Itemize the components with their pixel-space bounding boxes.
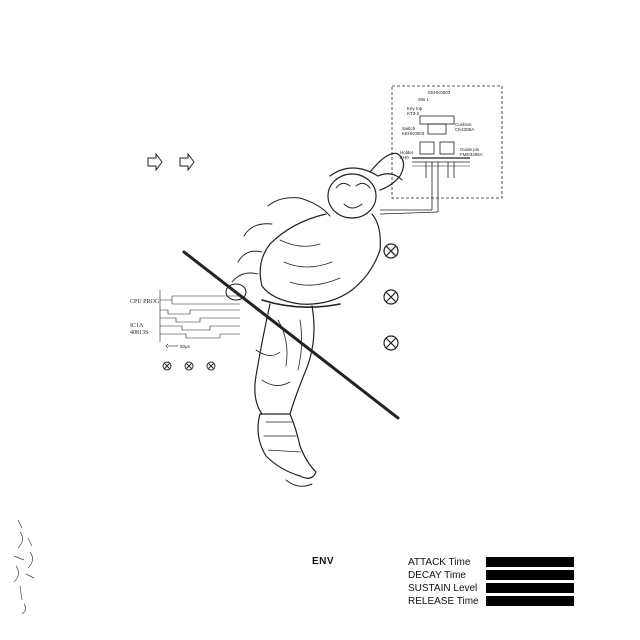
- circled-x-icon-small-1: [162, 361, 172, 371]
- env-label-sustain: SUSTAIN Level: [408, 582, 478, 594]
- env-label-release: RELEASE Time: [408, 595, 479, 607]
- key-top-part: KT3-2: [407, 111, 420, 116]
- env-slider-decay[interactable]: [486, 570, 574, 580]
- ic-label-2: 40813S: [130, 330, 148, 336]
- env-slider-release[interactable]: [486, 596, 574, 606]
- guide-pin-label: Guide pin: [460, 147, 480, 152]
- guide-pin-part: FMD3286A: [460, 152, 483, 157]
- switch-schematic: KEHK0003 SW 1 Key top KT3-2 Cushion CK42…: [379, 85, 503, 215]
- scale-label: 50μs: [180, 344, 191, 349]
- arrow-icon-2: [179, 152, 195, 172]
- margin-scribbles: [13, 519, 35, 615]
- ic-label-1: IC1A: [130, 323, 144, 329]
- env-row-sustain: SUSTAIN Level: [408, 582, 574, 594]
- warrior-figure-illustration: [182, 152, 405, 487]
- env-slider-attack[interactable]: [486, 557, 574, 567]
- arrow-icon-1: [147, 152, 163, 172]
- env-label-decay: DECAY Time: [408, 569, 466, 581]
- circled-x-icon-small-3: [206, 361, 216, 371]
- cushion-label: Cushion: [455, 122, 472, 127]
- env-row-attack: ATTACK Time: [408, 556, 574, 568]
- timing-diagram: CPU PROG IC1A 40813S 50μs: [130, 290, 240, 349]
- circled-x-icon-small-2: [184, 361, 194, 371]
- circled-x-icon-large-3: [383, 335, 399, 351]
- switch-part: KEHK0003: [402, 131, 425, 136]
- schematic-sw-label: SW 1: [418, 97, 429, 102]
- circled-x-icon-large-1: [383, 243, 399, 259]
- switch-label: Switch: [402, 126, 416, 131]
- schematic-part-top: KEHK0003: [428, 90, 451, 95]
- cushion-part: CK4285A: [455, 127, 474, 132]
- env-slider-sustain[interactable]: [486, 583, 574, 593]
- env-row-decay: DECAY Time: [408, 569, 574, 581]
- cpu-prog-label: CPU PROG: [130, 299, 160, 305]
- env-row-release: RELEASE Time: [408, 595, 574, 607]
- env-title: ENV: [312, 556, 335, 567]
- circled-x-icon-large-2: [383, 289, 399, 305]
- holder-part: KH0: [400, 155, 409, 160]
- key-top-label: Key top: [407, 106, 423, 111]
- env-label-attack: ATTACK Time: [408, 556, 471, 568]
- holder-label: Holder: [400, 150, 414, 155]
